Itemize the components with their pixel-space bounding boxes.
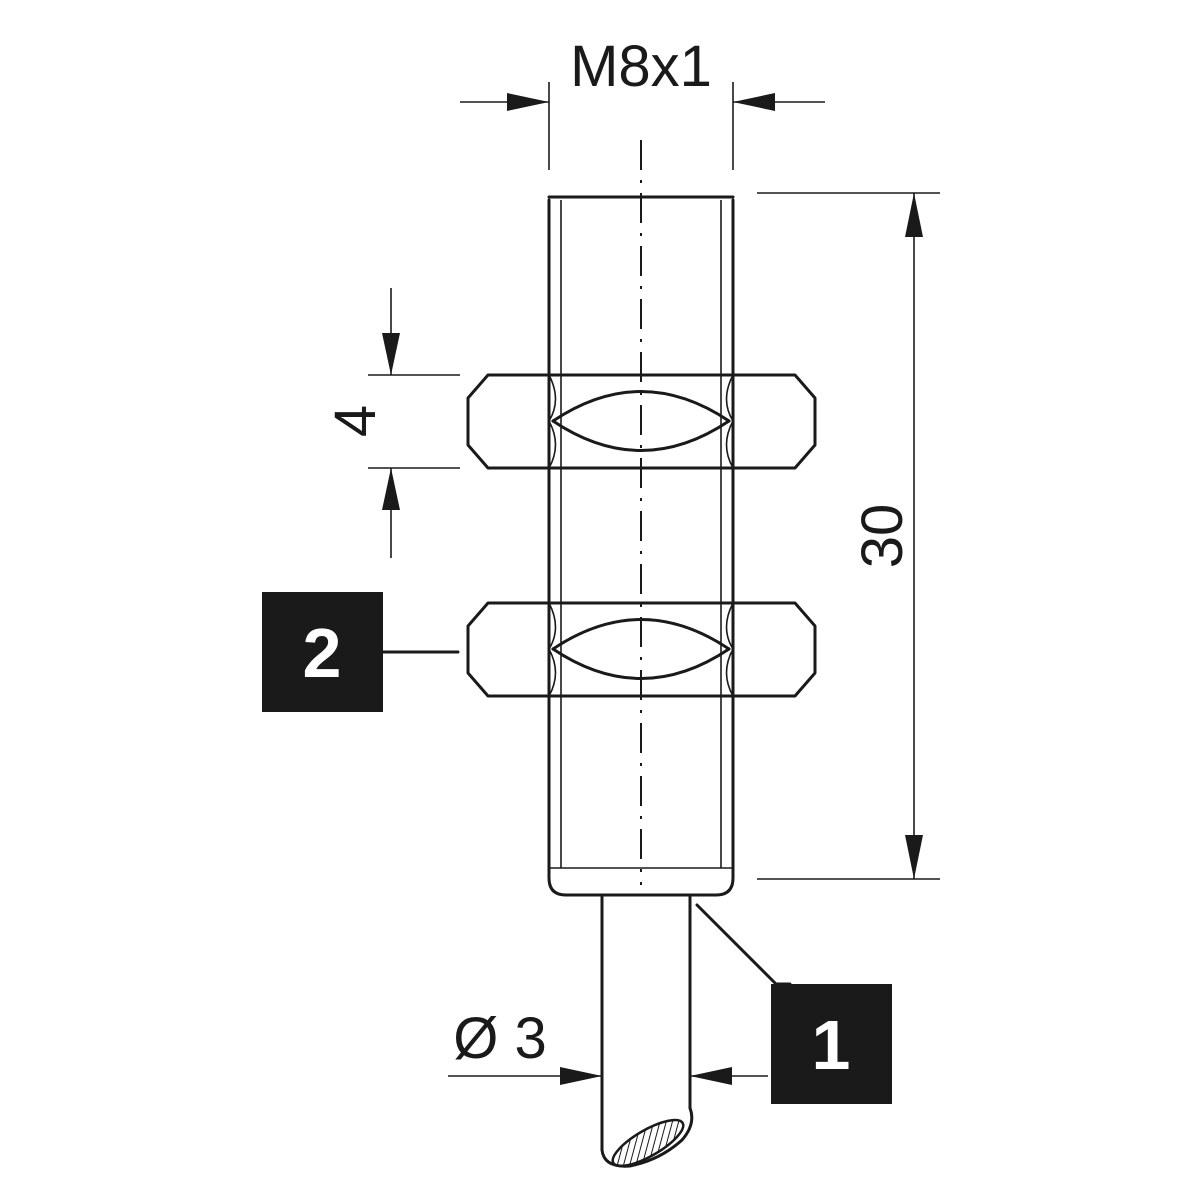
nut-height-dimension: 4 bbox=[323, 288, 460, 558]
thread-dimension: M8x1 bbox=[460, 34, 825, 170]
callout-cable: 1 bbox=[695, 903, 892, 1104]
callout-nut: 2 bbox=[262, 592, 460, 712]
cable-diameter-label: Ø 3 bbox=[453, 1006, 547, 1071]
thread-label: M8x1 bbox=[570, 34, 712, 99]
nut-height-label: 4 bbox=[323, 405, 388, 437]
length-label: 30 bbox=[850, 504, 915, 569]
cable-cross-section bbox=[611, 1118, 685, 1168]
hex-nut-upper bbox=[466, 373, 817, 470]
sensor-cable bbox=[600, 893, 694, 1168]
callout-cable-label: 1 bbox=[812, 1006, 851, 1084]
sensor-body bbox=[547, 195, 735, 897]
cable-diameter-dimension: Ø 3 bbox=[448, 1006, 768, 1085]
callout-nut-label: 2 bbox=[303, 614, 342, 692]
length-dimension: 30 bbox=[757, 192, 940, 880]
